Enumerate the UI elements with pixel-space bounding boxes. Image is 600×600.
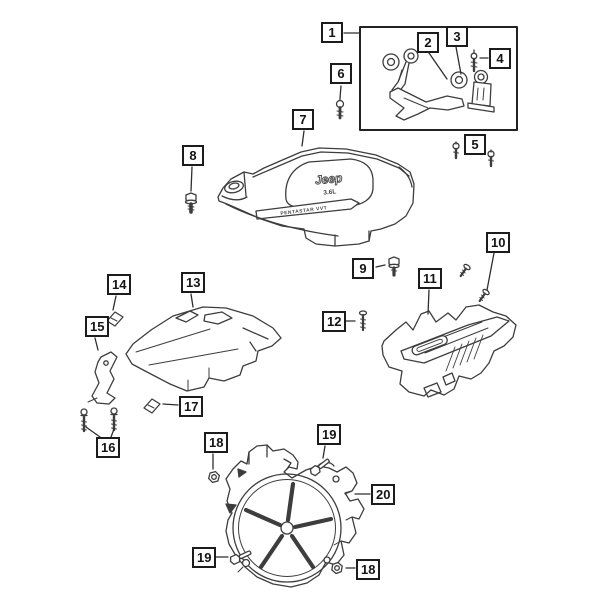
callout-14: 14: [107, 274, 132, 295]
callout-11: 11: [418, 268, 442, 289]
callout-19-lower: 19: [192, 547, 217, 568]
push-pin-item-10-upper: [459, 263, 471, 278]
callout-2: 2: [417, 32, 439, 53]
callout-15: 15: [85, 316, 110, 337]
callout-17: 17: [179, 396, 204, 417]
bolt-item-8: [184, 192, 198, 214]
bolt-item-19-upper: [309, 458, 330, 477]
callout-20: 20: [371, 484, 396, 505]
stud-item-16-left: [80, 408, 88, 433]
part-engine-cover: Jeep 3.6L PENTASTAR VVT: [217, 147, 415, 247]
screw-item-6: [335, 97, 345, 120]
callout-1: 1: [321, 22, 343, 43]
stud-item-16-right: [110, 407, 118, 432]
part-bracket-assembly: [382, 48, 495, 121]
part-cover-right: [381, 304, 517, 398]
leader-lines: [85, 32, 495, 569]
callout-13: 13: [181, 272, 206, 293]
callout-18-lower: 18: [356, 559, 381, 580]
callout-5: 5: [464, 134, 486, 155]
part-cover-left: [125, 306, 282, 392]
screw-item-5-right: [487, 149, 495, 168]
callout-16: 16: [96, 437, 121, 458]
callout-8: 8: [182, 145, 204, 166]
callout-10: 10: [486, 232, 511, 253]
nut-item-18-upper: [207, 470, 221, 484]
push-pin-item-12: [358, 310, 368, 332]
clip-item-14: [106, 311, 124, 327]
part-fan-shroud-cover: [225, 444, 365, 588]
callout-3: 3: [446, 26, 468, 47]
callout-19-upper: 19: [317, 424, 342, 445]
push-pin-item-10-lower: [478, 288, 490, 303]
callout-7: 7: [292, 109, 314, 130]
callout-9: 9: [352, 258, 374, 279]
bolt-item-19-lower: [229, 550, 252, 565]
screw-item-4: [470, 49, 478, 73]
callout-18-upper: 18: [204, 432, 229, 453]
callout-6: 6: [330, 63, 352, 84]
engine-cover-displacement-text: 3.6L: [323, 188, 337, 196]
clip-item-17: [143, 398, 161, 414]
engine-cover-brand-text: Jeep: [314, 171, 342, 187]
callout-4: 4: [489, 48, 511, 69]
bolt-item-9: [388, 256, 400, 277]
callout-12: 12: [322, 311, 347, 332]
engine-cover-strip-text: PENTASTAR VVT: [280, 205, 327, 217]
bracket-item-15: [87, 351, 118, 405]
screw-item-5-left: [452, 141, 460, 160]
nut-item-18-lower: [331, 561, 343, 575]
